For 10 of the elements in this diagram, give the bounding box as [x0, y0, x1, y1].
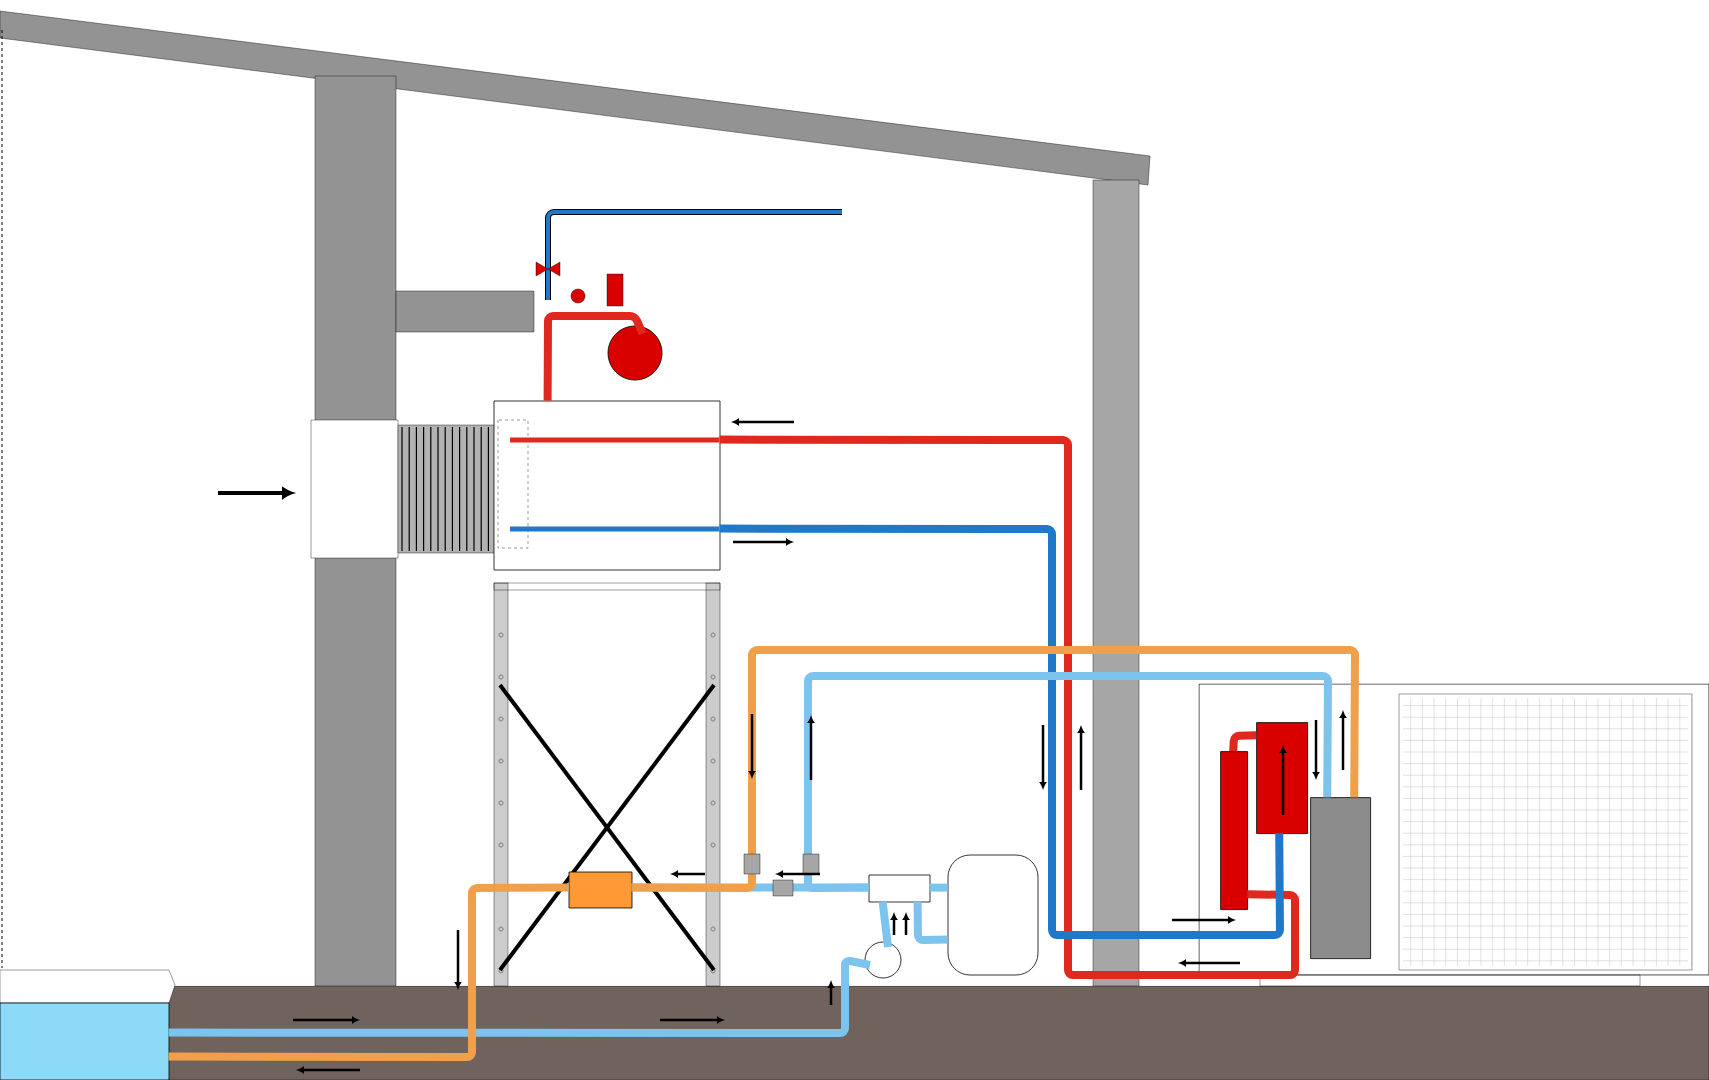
- plate-heat-exchanger: [1256, 722, 1308, 834]
- air-handling-unit: [493, 400, 721, 571]
- multiport-valve: [868, 874, 931, 903]
- sand-filter: [947, 854, 1039, 976]
- electric-heater: [1220, 751, 1248, 910]
- water-tank: [1310, 797, 1371, 959]
- expansion-vessel: [607, 325, 663, 381]
- inline-heater: [568, 871, 633, 909]
- circulation-pump: [864, 941, 902, 979]
- pool-water: [0, 1002, 170, 1080]
